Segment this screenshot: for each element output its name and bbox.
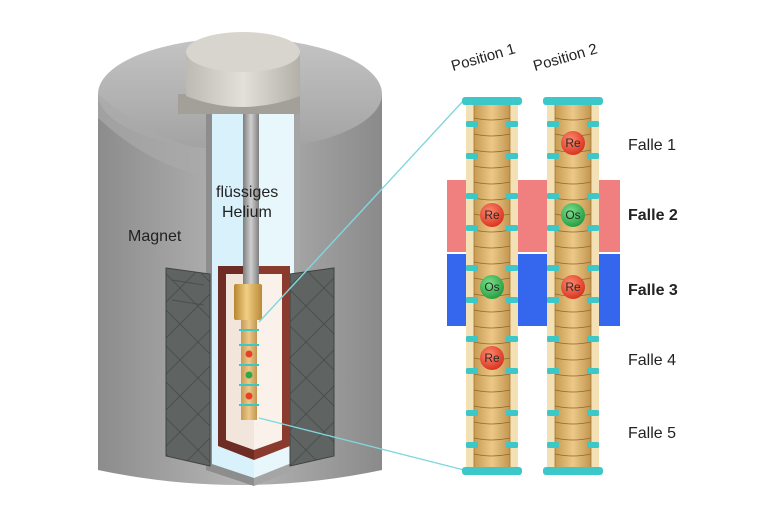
trap-2-label: Falle 2 xyxy=(628,207,678,224)
top-cap xyxy=(178,32,300,114)
ion-symbol: Re xyxy=(565,136,581,150)
trap-3-label: Falle 3 xyxy=(628,282,678,299)
ion-symbol: Re xyxy=(565,280,581,294)
magnet-label: Magnet xyxy=(128,228,182,245)
trap-assembly xyxy=(234,284,262,420)
ion-symbol: Os xyxy=(484,280,499,294)
trap-5-label: Falle 5 xyxy=(628,425,677,442)
ion-os-position2-trap-2: Os xyxy=(561,203,585,227)
magnet-coils xyxy=(165,267,335,467)
ion-symbol: Os xyxy=(565,208,580,222)
helium-label-line1: flüssiges xyxy=(216,184,279,201)
helium-label-line2: Helium xyxy=(222,204,272,221)
ion-symbol: Re xyxy=(484,208,500,222)
trap-1-label: Falle 1 xyxy=(628,137,677,154)
trap-4-label: Falle 4 xyxy=(628,352,677,369)
ion-re-position1-trap-4: Re xyxy=(480,346,504,370)
central-rod xyxy=(243,80,259,286)
ion-symbol: Re xyxy=(484,351,500,365)
position2-tower xyxy=(543,97,603,475)
zoom-connectors xyxy=(258,99,465,471)
ion-re-position2-trap-1: Re xyxy=(561,131,585,155)
ion-re-position1-trap-2: Re xyxy=(480,203,504,227)
ion-re-position2-trap-3: Re xyxy=(561,275,585,299)
ion-os-position1-trap-3: Os xyxy=(480,275,504,299)
